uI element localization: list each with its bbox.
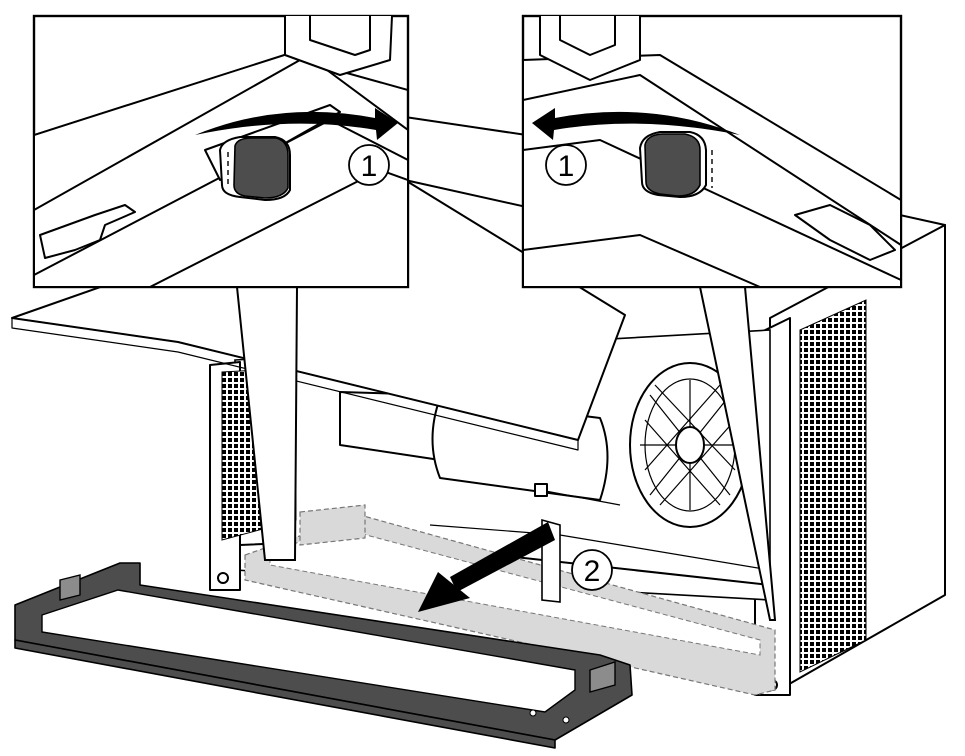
step-1-left-number: 1 (361, 150, 378, 183)
grease-filter-frame (14, 562, 633, 749)
pull-arrow-icon (418, 518, 561, 612)
step-2-number: 2 (584, 555, 601, 588)
step-1-right-number: 1 (558, 150, 575, 183)
left-screw-hole (217, 572, 229, 584)
frame-original-position (244, 504, 776, 696)
step-2-callout: 2 (571, 549, 613, 591)
detail-inset-right: 1 (521, 14, 903, 289)
rotate-arrow-icon (532, 108, 740, 140)
detail-inset-left: 1 (32, 14, 410, 289)
right-grille (799, 299, 867, 673)
rotate-arrow-icon (195, 108, 398, 140)
